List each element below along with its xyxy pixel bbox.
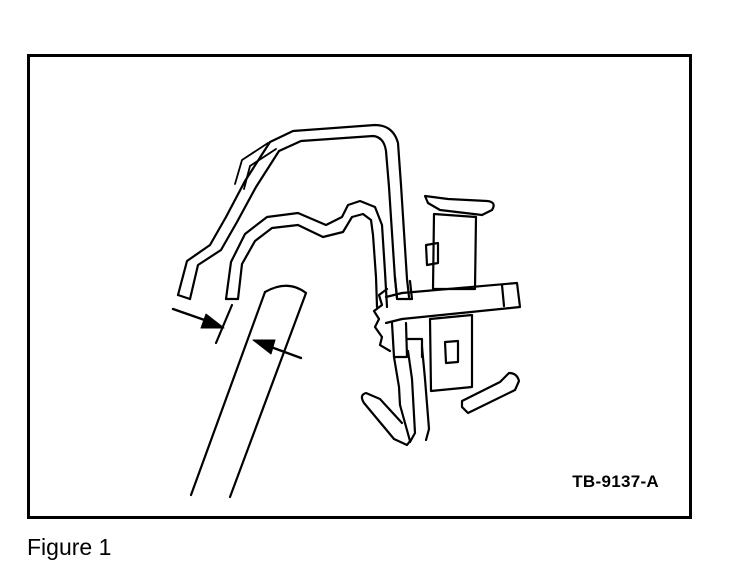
clip-tube-illustration	[171, 123, 522, 499]
gap-arrows	[171, 303, 303, 360]
tube	[189, 284, 308, 499]
wire-clip-outer	[176, 123, 411, 301]
mounting-bracket	[360, 194, 522, 447]
figure-caption: Figure 1	[27, 534, 112, 560]
figure-frame: TB-9137-A	[27, 54, 692, 519]
figure-reference-code: TB-9137-A	[572, 472, 659, 491]
wire-clip-inner	[224, 199, 389, 309]
